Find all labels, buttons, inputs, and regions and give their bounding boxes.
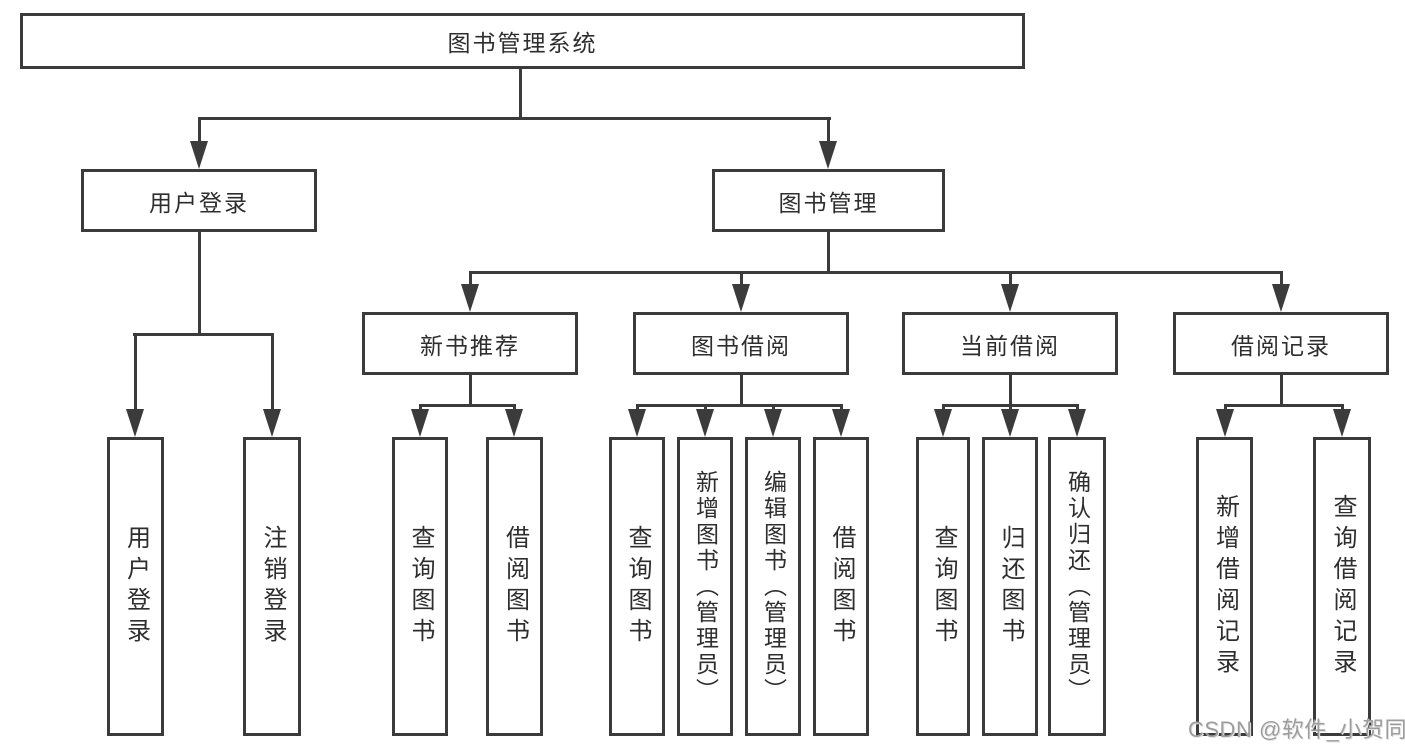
leaf-query-books-2: 查询图书 [609, 437, 665, 736]
arrowhead-down-icon [505, 409, 523, 437]
node-label: 借阅记录 [1231, 332, 1331, 359]
leaf-add-book-admin: 新增图书（管理员） [677, 437, 733, 736]
node-new-book-recommend: 新书推荐 [362, 312, 578, 375]
leaf-label: 查询借阅记录 [1329, 493, 1356, 680]
node-label: 当前借阅 [960, 332, 1060, 359]
connector-drop [840, 404, 843, 413]
leaf-label: 注销登录 [259, 524, 286, 649]
leaf-return-book: 归还图书 [982, 437, 1038, 736]
arrowhead-down-icon [832, 409, 850, 437]
connector-drop [827, 117, 830, 145]
arrowhead-down-icon [628, 409, 646, 437]
connector-drop [271, 333, 274, 411]
node-book-management: 图书管理 [712, 169, 945, 232]
connector-stem-book-management [827, 232, 830, 273]
node-label: 图书管理系统 [447, 30, 598, 56]
leaf-label: 归还图书 [997, 524, 1024, 649]
arrowhead-down-icon [696, 409, 714, 437]
arrowhead-down-icon [263, 409, 281, 437]
connector-drop [942, 404, 945, 413]
connector-drop [1280, 271, 1283, 290]
leaf-query-books-1: 查询图书 [392, 437, 448, 736]
arrowhead-down-icon [934, 409, 952, 437]
connector-drop [740, 271, 743, 290]
connector-bar-user-login [133, 333, 274, 336]
node-current-borrow: 当前借阅 [902, 312, 1118, 375]
leaf-user-login: 用户登录 [107, 437, 164, 736]
leaf-label: 查询图书 [407, 524, 434, 649]
connector-drop [419, 404, 422, 413]
leaf-borrow-books-2: 借阅图书 [813, 437, 869, 736]
arrowhead-down-icon [190, 141, 208, 169]
arrowhead-down-icon [764, 409, 782, 437]
connector-stem-book-borrow [740, 375, 743, 406]
leaf-label: 借阅图书 [828, 524, 855, 649]
connector-stem-current-borrow [1009, 375, 1012, 406]
leaf-label: 查询图书 [930, 524, 957, 649]
leaf-borrow-books-1: 借阅图书 [486, 437, 543, 736]
node-book-borrow: 图书借阅 [633, 312, 849, 375]
connector-drop [198, 117, 201, 145]
connector-drop [134, 333, 137, 411]
leaf-label: 借阅图书 [501, 524, 529, 649]
connector-drop [469, 271, 472, 290]
arrowhead-down-icon [819, 141, 837, 169]
node-library-management-system: 图书管理系统 [20, 13, 1025, 69]
connector-bar-borrow-records [1224, 404, 1343, 407]
connector-stem-user-login [198, 232, 201, 335]
leaf-query-borrow-record: 查询借阅记录 [1313, 437, 1371, 736]
connector-drop [513, 404, 516, 413]
connector-bar-level2 [198, 117, 831, 120]
leaf-query-books-3: 查询图书 [916, 437, 970, 736]
arrowhead-down-icon [461, 284, 479, 312]
connector-drop [772, 404, 775, 413]
connector-drop [1224, 404, 1227, 413]
leaf-label: 查询图书 [624, 524, 651, 649]
node-user-login: 用户登录 [81, 169, 317, 232]
arrowhead-down-icon [1001, 409, 1019, 437]
arrowhead-down-icon [732, 284, 750, 312]
leaf-label: 确认归还（管理员） [1064, 469, 1091, 704]
leaf-label: 新增图书（管理员） [692, 469, 719, 704]
connector-stem-new-book [469, 375, 472, 406]
connector-drop [1009, 404, 1012, 413]
leaf-label: 用户登录 [122, 524, 150, 649]
connector-drop [1009, 271, 1012, 290]
connector-bar-book-borrow [636, 404, 842, 407]
arrowhead-down-icon [1272, 284, 1290, 312]
leaf-edit-book-admin: 编辑图书（管理员） [745, 437, 801, 736]
connector-bar-new-book [419, 404, 515, 407]
connector-drop [636, 404, 639, 413]
leaf-label: 新增借阅记录 [1211, 493, 1239, 680]
leaf-add-borrow-record: 新增借阅记录 [1196, 437, 1253, 736]
connector-drop [704, 404, 707, 413]
node-label: 新书推荐 [420, 332, 520, 359]
node-label: 图书管理 [778, 189, 879, 216]
connector-drop [1341, 404, 1344, 413]
connector-drop [1076, 404, 1079, 413]
arrowhead-down-icon [1333, 409, 1351, 437]
arrowhead-down-icon [1001, 284, 1019, 312]
arrowhead-down-icon [126, 409, 144, 437]
leaf-logout: 注销登录 [243, 437, 301, 736]
connector-stem-root [519, 67, 522, 119]
leaf-confirm-return-admin: 确认归还（管理员） [1048, 437, 1106, 736]
node-label: 用户登录 [149, 189, 249, 216]
leaf-label: 编辑图书（管理员） [760, 469, 787, 704]
watermark: CSDN @软件_小贺同学 [1188, 717, 1405, 742]
arrowhead-down-icon [1068, 409, 1086, 437]
connector-stem-borrow-records [1280, 375, 1283, 406]
connector-bar-level3 [469, 271, 1283, 274]
arrowhead-down-icon [1216, 409, 1234, 437]
arrowhead-down-icon [411, 409, 429, 437]
node-borrow-records: 借阅记录 [1173, 312, 1389, 375]
node-label: 图书借阅 [691, 332, 791, 359]
